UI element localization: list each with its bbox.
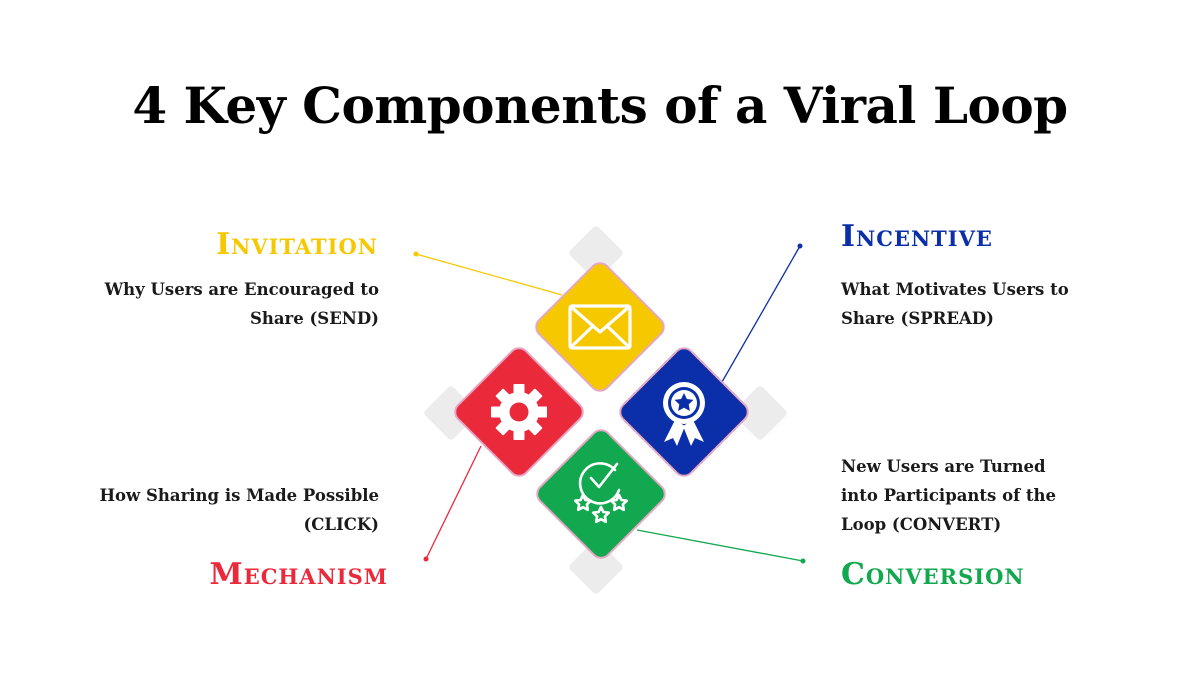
connector-dot-mechanism (423, 556, 429, 562)
connector-invitation (415, 253, 563, 296)
mechanism-diamond (454, 347, 584, 477)
envelope-icon (568, 304, 632, 350)
gear-icon (491, 384, 547, 440)
conversion-description: New Users are Turned into Participants o… (841, 457, 1057, 534)
incentive-heading: Incentive (841, 219, 993, 254)
connector-dot-incentive (797, 243, 803, 249)
page-title: 4 Key Components of a Viral Loop (132, 76, 1068, 135)
decor-diamond-right (733, 386, 787, 440)
incentive-diamond (619, 347, 749, 477)
connector-conversion (636, 529, 804, 562)
check-stars-icon (573, 462, 629, 524)
mechanism-heading: Mechanism (209, 557, 388, 592)
connector-dot-conversion (800, 558, 806, 564)
connectors (413, 243, 806, 564)
conversion-heading: Conversion (841, 557, 1025, 592)
connector-mechanism (425, 445, 482, 560)
mechanism-description: How Sharing is Made Possible (CLICK) (99, 486, 379, 534)
incentive-description: What Motivates Users to Share (SPREAD) (841, 280, 1069, 328)
connector-dot-invitation (413, 251, 419, 257)
invitation-description: Why Users are Encouraged to Share (SEND) (104, 280, 379, 328)
conversion-diamond (536, 429, 666, 559)
connector-incentive (721, 245, 801, 383)
decor-diamond-top (569, 226, 623, 280)
invitation-heading: Invitation (216, 227, 378, 262)
award-ribbon-icon (663, 382, 705, 446)
invitation-diamond (535, 262, 665, 392)
